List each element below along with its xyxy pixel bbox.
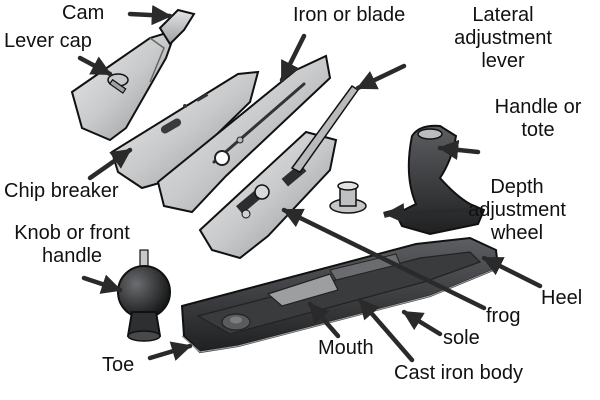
label-cast-iron-body: Cast iron body [394, 362, 523, 384]
iron-blade-part [156, 54, 332, 214]
label-lever-cap: Lever cap [4, 30, 92, 52]
mouth-arrow [307, 301, 341, 339]
knob-arrow [81, 274, 123, 294]
depth-adjustment-wheel-part [329, 181, 367, 214]
body-arrow [357, 297, 415, 363]
label-chip-breaker: Chip breaker [4, 180, 119, 202]
label-sole: sole [443, 327, 480, 349]
heel-arrow [481, 255, 543, 289]
label-mouth: Mouth [318, 337, 374, 359]
iron-blade-arrow [279, 33, 307, 83]
knob-front-handle-part [117, 249, 171, 342]
handle-tote-arrow [437, 139, 481, 160]
toe-arrow [147, 341, 193, 361]
cam-arrow [127, 4, 173, 26]
label-toe: Toe [102, 354, 135, 376]
label-cam: Cam [62, 2, 105, 24]
sole-arrow [401, 309, 443, 337]
cam-part [158, 8, 196, 46]
depth-wheel-arrow [383, 203, 479, 224]
handle-tote-part [383, 124, 486, 236]
lateral-lever-arrow [355, 63, 407, 91]
label-knob-or-front-handle: Knob or front handle [14, 222, 130, 267]
label-handle-or-tote: Handle or tote [494, 96, 582, 141]
label-heel: Heel [541, 287, 583, 309]
lever-cap-screw [107, 73, 129, 94]
label-frog: frog [486, 305, 521, 327]
label-lateral-adjustment-lever: Lateral adjustment lever [454, 4, 552, 72]
frog-arrow [281, 207, 487, 311]
lever-cap-arrow [77, 55, 113, 77]
label-iron-or-blade: Iron or blade [293, 4, 406, 26]
chip-breaker-arrow [87, 147, 133, 181]
label-depth-adjustment-wheel: Depth adjustment wheel [468, 176, 566, 244]
